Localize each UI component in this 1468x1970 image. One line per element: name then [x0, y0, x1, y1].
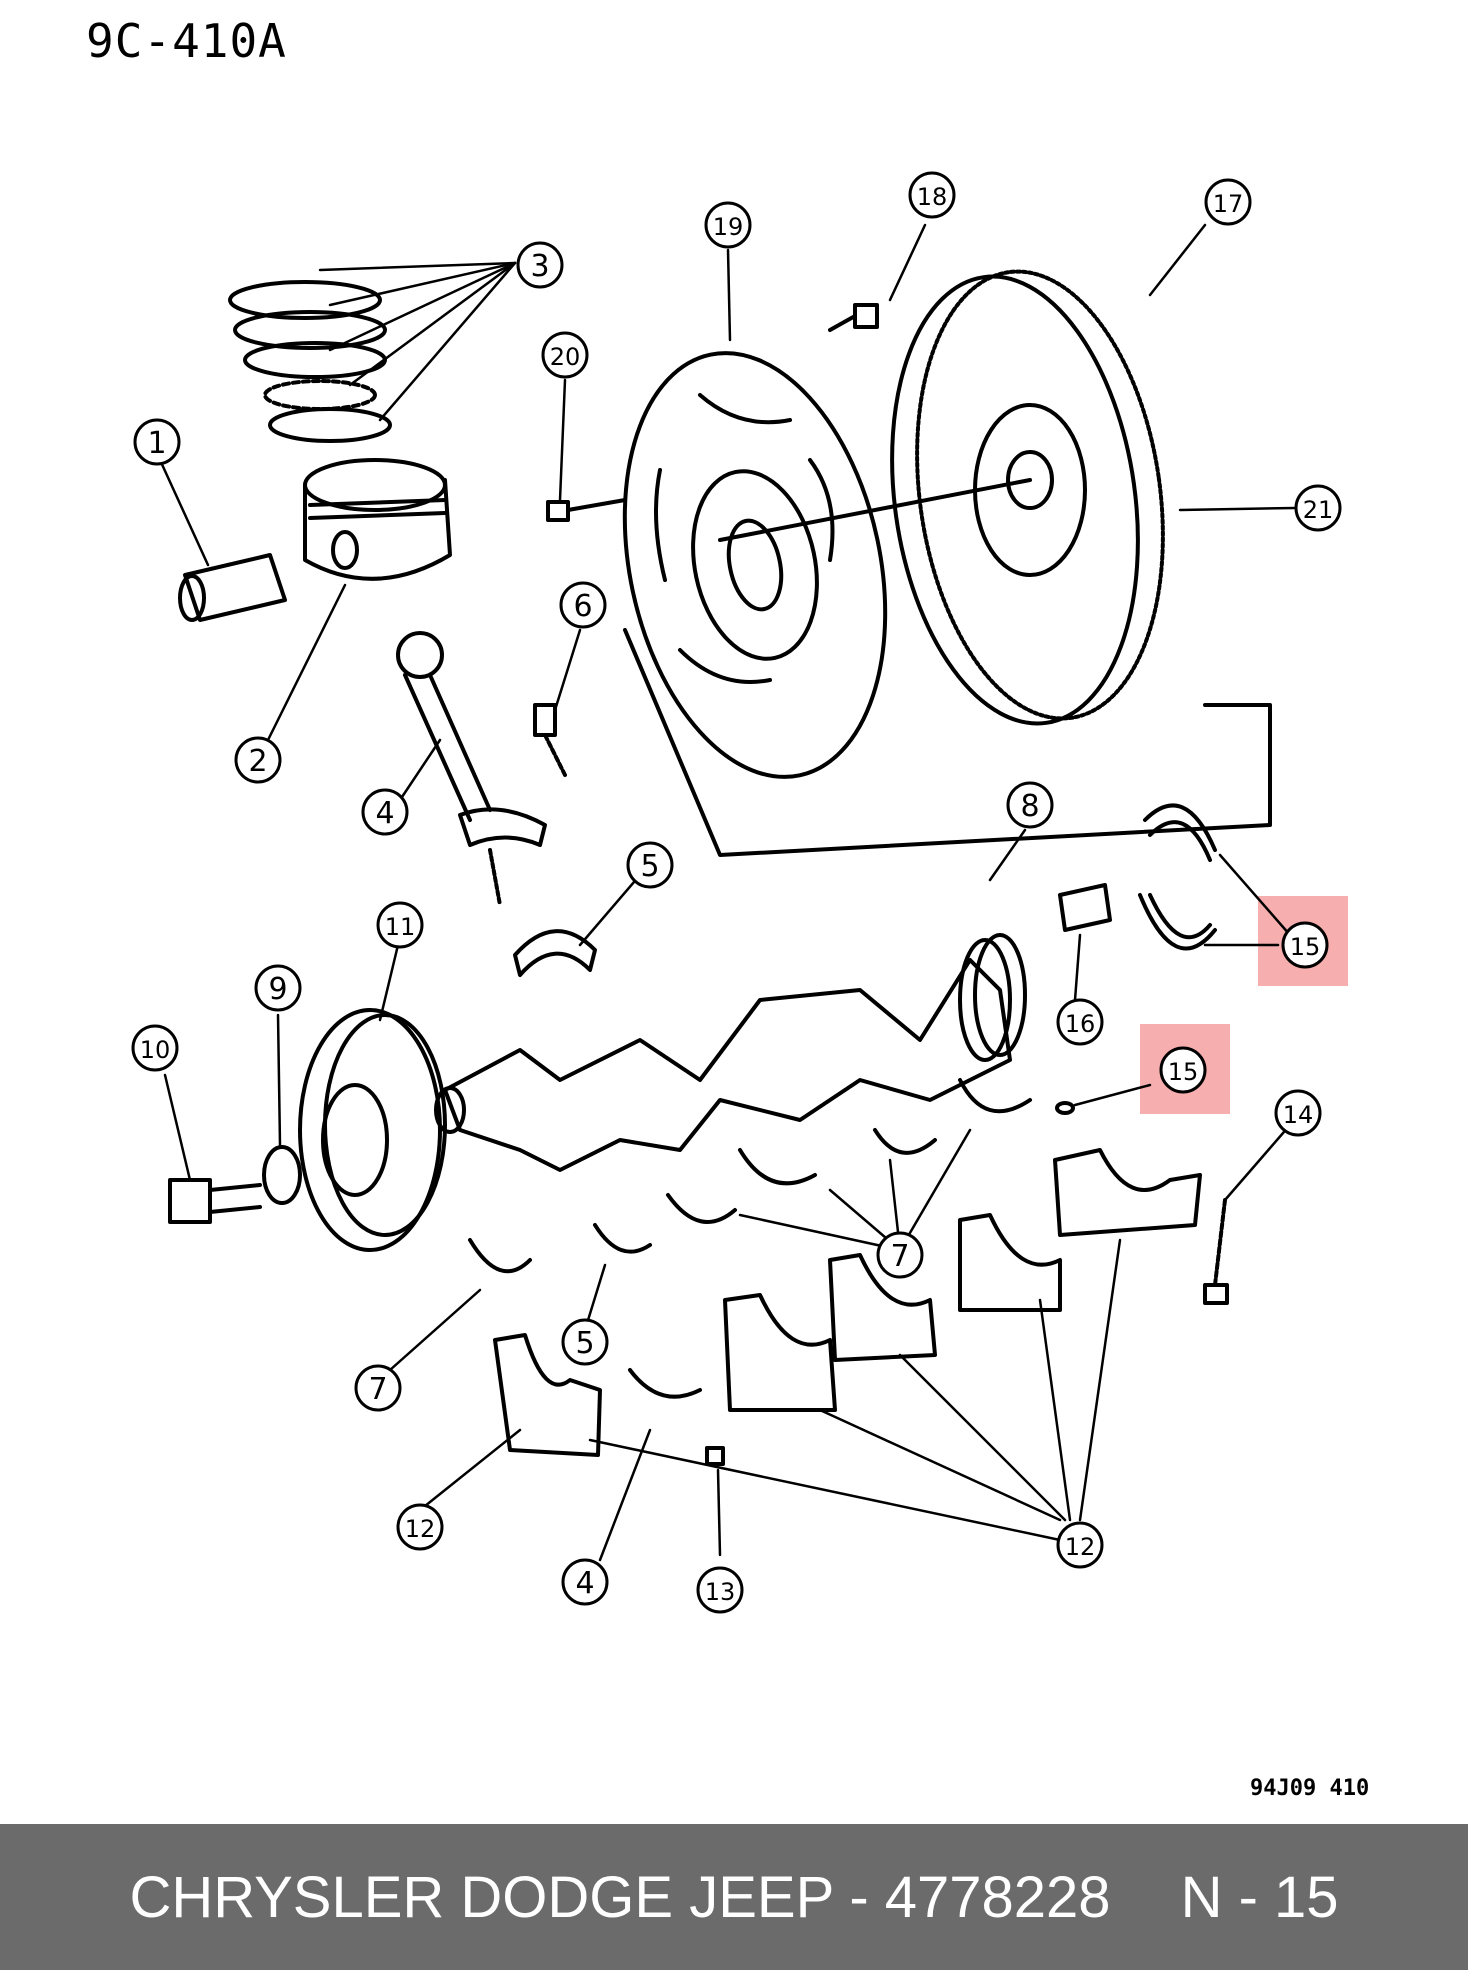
dowel-pin — [1055, 1101, 1075, 1115]
callout-15b: 15 — [1168, 1058, 1199, 1086]
nut — [705, 1446, 725, 1466]
pilot-bushing — [1058, 883, 1112, 932]
cap-bolt — [1203, 1198, 1229, 1305]
callout-1: 1 — [147, 426, 166, 461]
crankshaft — [434, 933, 1027, 1172]
engine-parts-diagram: 1 2 3 4 4 5 5 6 7 7 8 9 10 11 12 12 13 1… — [131, 171, 1348, 1614]
callout-7a: 7 — [368, 1372, 387, 1407]
callout-12a: 12 — [405, 1515, 436, 1543]
rod-bolt — [533, 703, 567, 777]
callout-13: 13 — [705, 1578, 736, 1606]
callout-10: 10 — [140, 1036, 171, 1064]
callout-20: 20 — [550, 343, 581, 371]
reference-code: 94J09 410 — [1250, 1776, 1370, 1801]
piston-pin — [178, 553, 287, 622]
damper-bolt — [168, 1178, 262, 1224]
bearing-shells — [468, 929, 1032, 1399]
callout-4b: 4 — [575, 1566, 594, 1601]
main-bearing-caps — [493, 1148, 1202, 1457]
callout-16: 16 — [1065, 1010, 1096, 1038]
callout-5b: 5 — [575, 1326, 594, 1361]
callout-8: 8 — [1020, 789, 1039, 824]
thrust-bearing-upper — [1143, 803, 1217, 862]
callout-7b: 7 — [890, 1239, 909, 1274]
callout-12b: 12 — [1065, 1533, 1096, 1561]
torque-converter — [718, 269, 1165, 726]
footer-part-number: CHRYSLER DODGE JEEP - 4778228 — [129, 1864, 1111, 1930]
callout-9: 9 — [268, 972, 287, 1007]
callout-2: 2 — [248, 744, 267, 779]
footer-callout-ref: N - 15 — [1180, 1864, 1339, 1930]
vibration-damper — [298, 1008, 447, 1252]
diagram-code: 9C-410A — [86, 14, 287, 68]
flexplate-bolt-18 — [828, 303, 879, 332]
callout-21: 21 — [1303, 496, 1334, 524]
damper-washer — [262, 1145, 302, 1205]
callout-18: 18 — [917, 183, 948, 211]
callout-3: 3 — [530, 249, 549, 284]
callout-6: 6 — [573, 589, 592, 624]
callout-17: 17 — [1213, 190, 1244, 218]
piston-rings — [228, 280, 392, 443]
flexplate — [622, 351, 888, 779]
footer-bar: CHRYSLER DODGE JEEP - 4778228 N - 15 — [0, 1824, 1468, 1970]
callout-15a: 15 — [1290, 933, 1321, 961]
flexplate-bolt — [546, 498, 627, 522]
callout-4a: 4 — [375, 796, 394, 831]
callout-11: 11 — [385, 913, 416, 941]
callout-14: 14 — [1283, 1101, 1314, 1129]
thrust-bearing-lower — [1138, 893, 1217, 951]
connecting-rod — [396, 631, 547, 907]
callout-19: 19 — [713, 213, 744, 241]
flexplate-outline — [623, 628, 1272, 857]
callout-5a: 5 — [640, 849, 659, 884]
piston — [303, 458, 452, 581]
